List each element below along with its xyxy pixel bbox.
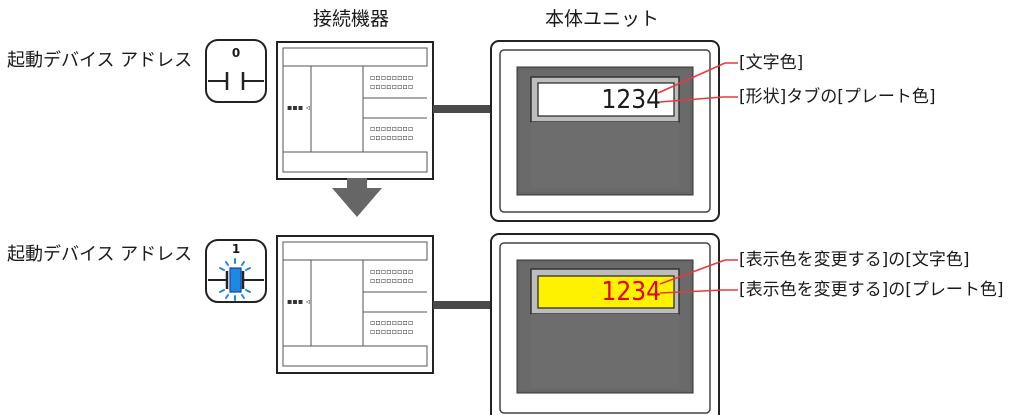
svg-text:▫▫▫▫▫▫▫▫: ▫▫▫▫▫▫▫▫	[370, 327, 413, 336]
hmi-unit-before	[490, 40, 720, 222]
leader-lines	[657, 62, 738, 294]
heading-connected-device: 接続機器	[313, 8, 390, 30]
cable-before	[433, 105, 492, 113]
trigger-value-after: 1	[231, 242, 241, 256]
plc-device-before: ▫▫▫▫▫▫▫▫ ▫▫▫▫▫▫▫▫ ▫▫▫▫▫▫▫▫ ▫▫▫▫▫▫▫▫ ▪▪▪ …	[276, 41, 434, 180]
trigger-address-label-before: 起動デバイス アドレス	[7, 50, 193, 71]
plate-before	[537, 82, 675, 117]
svg-text:▫▫▫▫▫▫▫▫: ▫▫▫▫▫▫▫▫	[370, 73, 413, 82]
annotation-plate-color-after: [表示色を変更する]の[プレート色]	[739, 280, 1004, 300]
annotation-plate-color-before: [形状]タブの[プレート色]	[739, 87, 936, 107]
svg-text:▫▫▫▫▫▫▫▫: ▫▫▫▫▫▫▫▫	[370, 276, 413, 285]
numeric-display-before: 1234	[601, 85, 661, 115]
annotation-text-color-before: [文字色]	[739, 53, 804, 73]
svg-text:▫▫▫▫▫▫▫▫: ▫▫▫▫▫▫▫▫	[370, 124, 413, 133]
transition-arrow	[332, 178, 382, 217]
cable-after	[433, 301, 492, 309]
contact-symbol-on	[205, 239, 267, 303]
svg-text:▪▪▪ ◃: ▪▪▪ ◃	[287, 297, 310, 306]
trigger-address-label-after: 起動デバイス アドレス	[7, 244, 193, 265]
svg-text:▫▫▫▫▫▫▫▫: ▫▫▫▫▫▫▫▫	[370, 82, 413, 91]
plc-device-after: ▫▫▫▫▫▫▫▫ ▫▫▫▫▫▫▫▫ ▫▫▫▫▫▫▫▫ ▫▫▫▫▫▫▫▫ ▪▪▪ …	[276, 235, 434, 374]
numeric-display-after: 1234	[601, 277, 661, 307]
hmi-unit-after	[490, 233, 720, 415]
trigger-value-before: 0	[231, 46, 241, 60]
contact-symbol-off	[205, 39, 267, 103]
svg-text:▪▪▪ ◃: ▪▪▪ ◃	[287, 103, 310, 112]
annotation-text-color-after: [表示色を変更する]の[文字色]	[739, 250, 970, 270]
plate-after	[537, 275, 675, 309]
svg-text:▫▫▫▫▫▫▫▫: ▫▫▫▫▫▫▫▫	[370, 318, 413, 327]
heading-main-unit: 本体ユニット	[545, 8, 660, 30]
svg-text:▫▫▫▫▫▫▫▫: ▫▫▫▫▫▫▫▫	[370, 133, 413, 142]
svg-text:▫▫▫▫▫▫▫▫: ▫▫▫▫▫▫▫▫	[370, 267, 413, 276]
